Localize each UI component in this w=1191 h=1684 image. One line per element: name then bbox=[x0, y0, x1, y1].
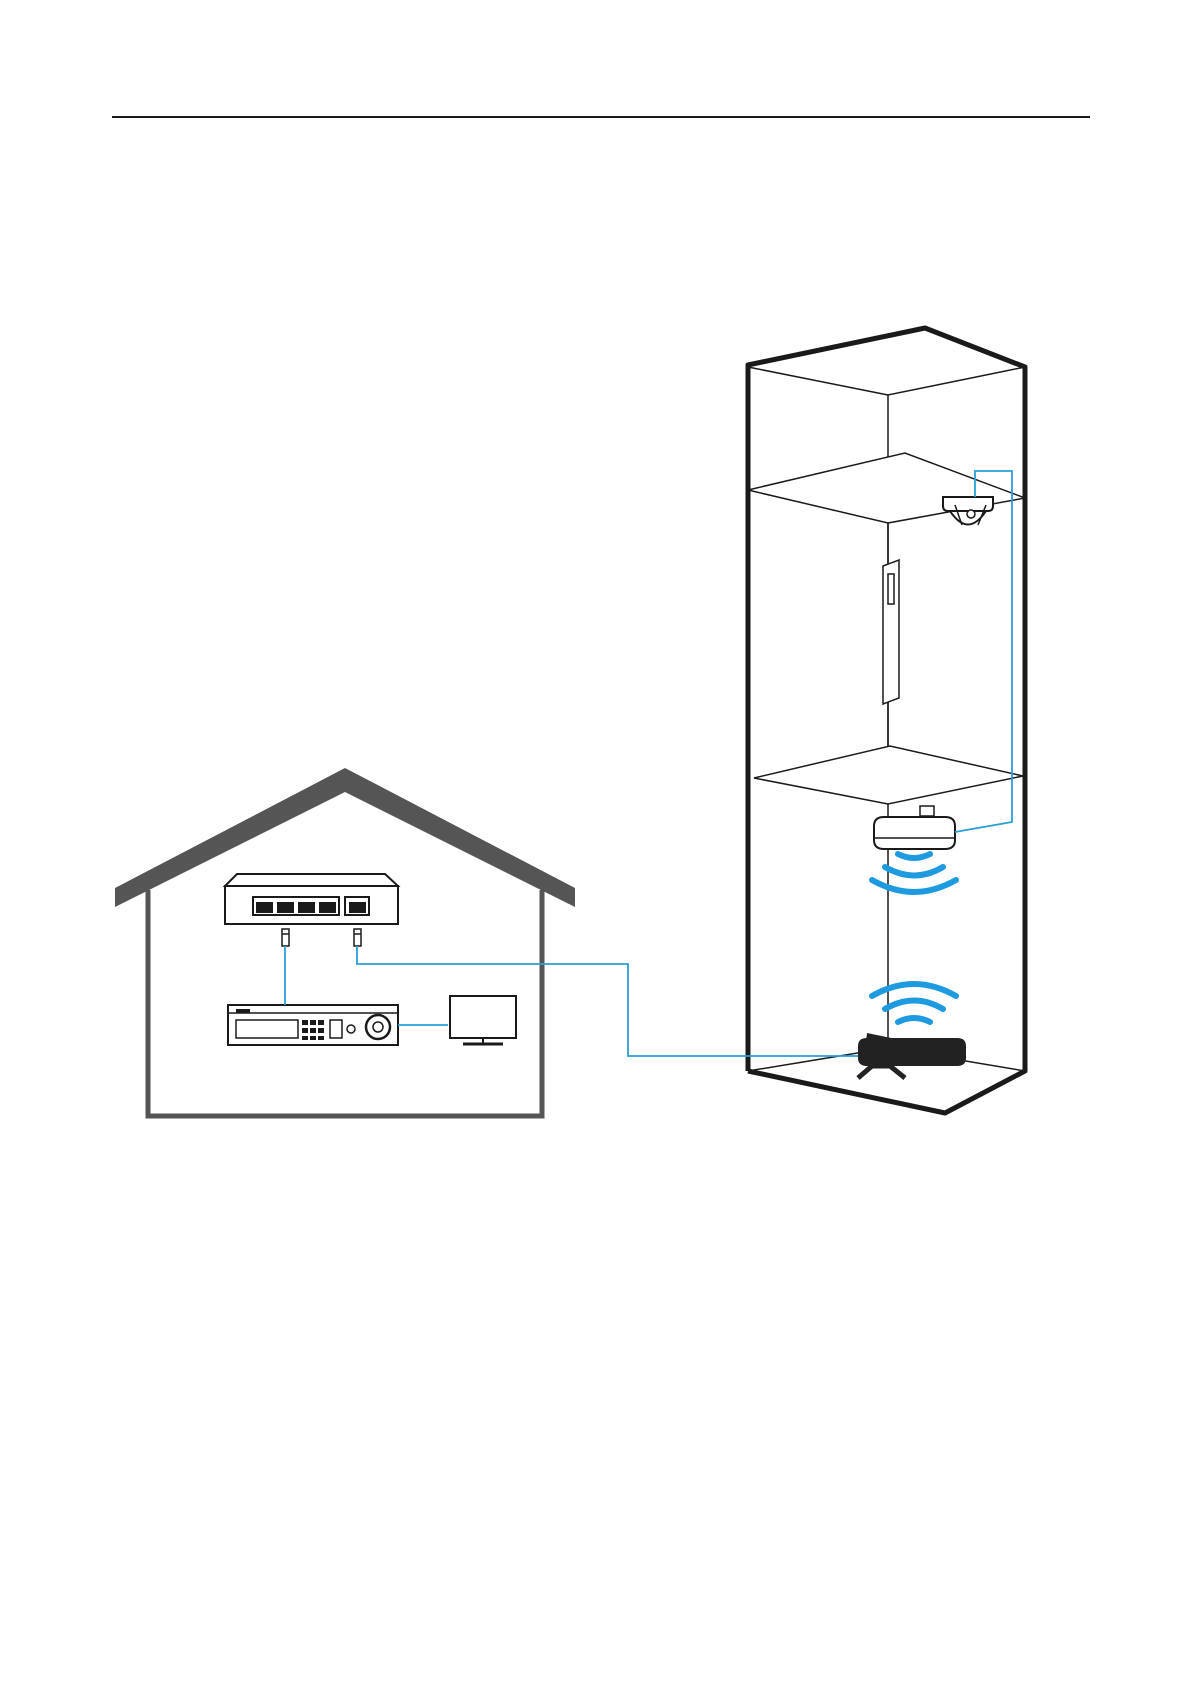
house-icon bbox=[115, 768, 575, 1116]
elevator-door-icon bbox=[883, 560, 899, 704]
dome-camera-icon bbox=[943, 497, 993, 525]
elevator-car-floor bbox=[754, 746, 1023, 804]
switch-top bbox=[225, 874, 398, 886]
rj45-plug-icon bbox=[354, 929, 361, 946]
monitor-screen bbox=[450, 996, 516, 1038]
wireless-signal-icon bbox=[872, 854, 956, 892]
wireless-receiver-icon bbox=[858, 1033, 966, 1078]
elevator-shaft-icon bbox=[748, 328, 1025, 1113]
nvr-buttons bbox=[302, 1020, 324, 1040]
rj45-plug-icon bbox=[282, 929, 289, 946]
wireless-transmitter-icon bbox=[874, 806, 955, 849]
nvr-icon bbox=[228, 1005, 398, 1045]
switch-icon bbox=[225, 874, 398, 924]
shaft-outline bbox=[748, 328, 1025, 1113]
switch-uplink-port bbox=[349, 902, 366, 913]
cable-switch-to-receiver bbox=[357, 946, 858, 1056]
wireless-signal-icon bbox=[872, 984, 956, 1022]
monitor-icon bbox=[450, 996, 516, 1044]
